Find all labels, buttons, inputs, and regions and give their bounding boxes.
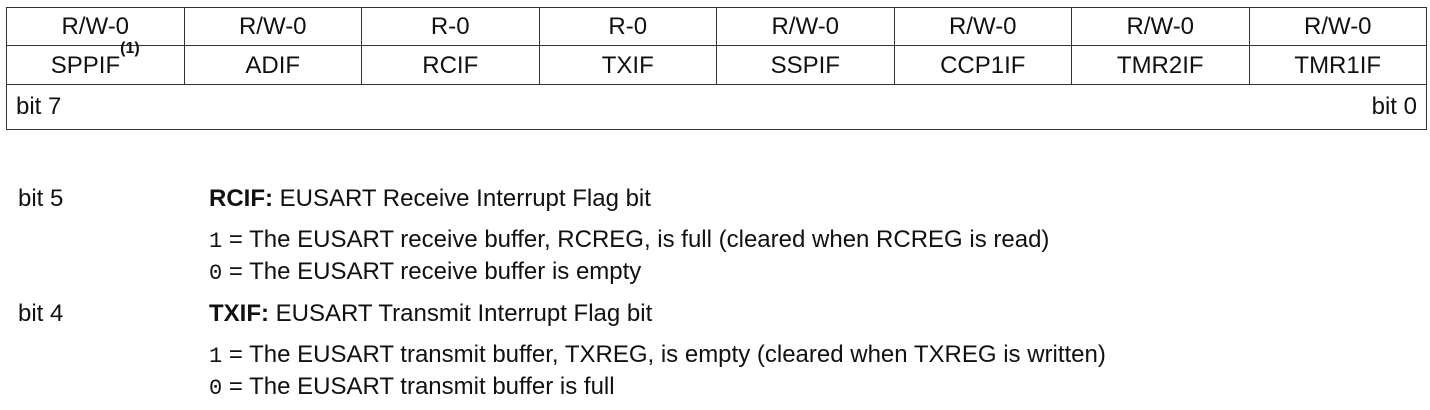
name-cell: SSPIF — [716, 45, 895, 85]
name-cell: TXIF — [538, 45, 717, 85]
bit-title: RCIF: EUSART Receive Interrupt Flag bit — [209, 184, 651, 214]
access-cell: R/W-0 — [716, 7, 895, 46]
bit-value-text: The EUSART transmit buffer, TXREG, is em… — [249, 341, 1106, 368]
bit-value-line: 0 = The EUSART receive buffer is empty — [209, 257, 641, 289]
bit-value-line: 0 = The EUSART transmit buffer is full — [209, 372, 615, 404]
bit-desc: EUSART Receive Interrupt Flag bit — [279, 185, 651, 212]
lsb-label: bit 0 — [1371, 93, 1417, 120]
bit-range-cell: bit 7 bit 0 — [6, 84, 1427, 130]
name-cell: SPPIF(1) — [6, 40, 185, 85]
bit-number: bit 4 — [18, 300, 64, 327]
register-table: R/W-0 R/W-0 R-0 R-0 R/W-0 R/W-0 R/W-0 R/… — [6, 7, 1427, 130]
name-cell: CCP1IF — [893, 45, 1072, 85]
footnote-mark: (1) — [120, 39, 140, 57]
bit-value-eq: = — [222, 373, 250, 400]
name-row: SPPIF(1) ADIF RCIF TXIF SSPIF CCP1IF TMR… — [6, 40, 1427, 85]
access-cell: R/W-0 — [893, 7, 1072, 46]
name-cell: ADIF — [183, 45, 362, 85]
bit-value: 1 — [209, 229, 223, 254]
bit-value-line: 1 = The EUSART transmit buffer, TXREG, i… — [209, 340, 1106, 372]
bit-name: RCIF: — [209, 185, 273, 212]
name-cell: RCIF — [361, 45, 540, 85]
bit-value: 0 — [209, 376, 223, 401]
bit-value-text: The EUSART transmit buffer is full — [249, 373, 615, 400]
bit-value-eq: = — [222, 258, 250, 285]
name-cell: TMR2IF — [1071, 45, 1250, 85]
msb-label: bit 7 — [16, 93, 62, 120]
bit-desc: EUSART Transmit Interrupt Flag bit — [275, 300, 653, 327]
bit-value-line: 1 = The EUSART receive buffer, RCREG, is… — [209, 225, 1049, 257]
name-cell-label: SPPIF — [50, 51, 121, 79]
bit-value: 0 — [209, 261, 223, 286]
name-cell: TMR1IF — [1248, 45, 1427, 85]
bit-value-text: The EUSART receive buffer is empty — [249, 258, 642, 285]
access-cell: R/W-0 — [1248, 7, 1427, 46]
bit-range-row: bit 7 bit 0 — [6, 84, 1427, 130]
access-cell: R-0 — [361, 7, 540, 46]
access-row: R/W-0 R/W-0 R-0 R-0 R/W-0 R/W-0 R/W-0 R/… — [6, 7, 1427, 46]
access-cell: R/W-0 — [1071, 7, 1250, 46]
access-cell: R/W-0 — [6, 7, 185, 46]
bit-number: bit 5 — [18, 185, 64, 212]
bit-title: TXIF: EUSART Transmit Interrupt Flag bit — [209, 299, 652, 329]
access-cell: R-0 — [538, 7, 717, 46]
bit-value-text: The EUSART receive buffer, RCREG, is ful… — [249, 226, 1050, 253]
bit-value-eq: = — [222, 341, 250, 368]
bit-value: 1 — [209, 344, 223, 369]
bit-name: TXIF: — [209, 300, 269, 327]
access-cell: R/W-0 — [183, 7, 362, 46]
bit-value-eq: = — [222, 226, 250, 253]
